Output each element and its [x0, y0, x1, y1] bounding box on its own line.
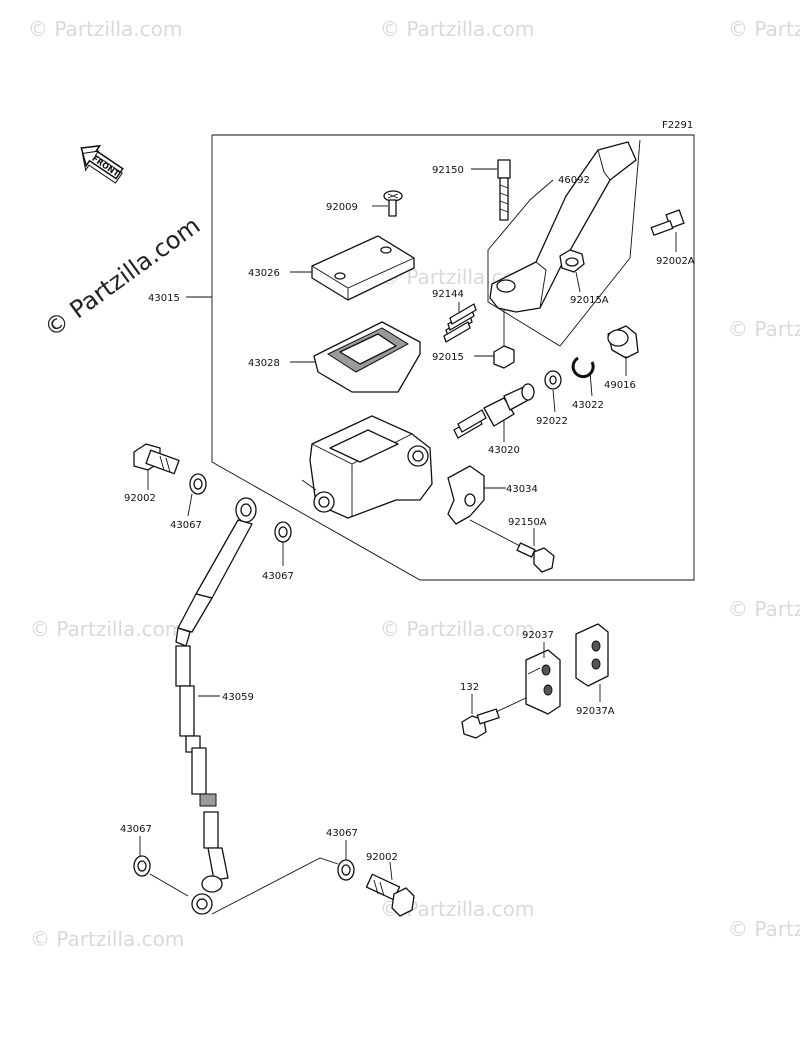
front-arrow-badge: FRONT — [80, 144, 124, 184]
label-92009: 92009 — [326, 202, 358, 213]
leader-line — [552, 389, 556, 413]
label-92037A: 92037A — [576, 706, 615, 717]
leader-line — [211, 857, 339, 915]
label-49016: 49016 — [604, 380, 636, 391]
label-92144: 92144 — [432, 289, 464, 300]
watermark: © Partzilla.com — [380, 617, 534, 641]
watermark: © Partzilla.com — [728, 17, 800, 41]
lever-outline — [487, 139, 641, 347]
bracket-92037A — [575, 623, 609, 687]
label-46092: 46092 — [558, 175, 590, 186]
washer-43067-c — [133, 855, 151, 877]
watermark: © Partzilla.com — [728, 317, 800, 341]
label-92002A: 92002A — [656, 256, 695, 267]
label-43067-d: 43067 — [326, 828, 358, 839]
assembly-outline — [211, 134, 695, 581]
label-43022: 43022 — [572, 400, 604, 411]
leader-line — [389, 861, 393, 881]
watermark: © Partzilla.com — [728, 597, 800, 621]
watermark: © Partzilla.com — [30, 927, 184, 951]
cap-43026 — [311, 235, 415, 301]
label-43034: 43034 — [506, 484, 538, 495]
leader-line — [149, 873, 189, 897]
circlip-43022 — [571, 356, 595, 379]
label-132: 132 — [460, 682, 479, 693]
watermark: © Partzilla.com — [728, 917, 800, 941]
brake-hose-43059 — [175, 497, 257, 915]
label-43020: 43020 — [488, 445, 520, 456]
label-92150A: 92150A — [508, 517, 547, 528]
label-43067-c: 43067 — [120, 824, 152, 835]
bolt-132 — [461, 697, 527, 739]
brand-watermark: © Partzilla.com — [39, 211, 205, 343]
washer-43067-b — [274, 521, 292, 543]
label-92002-bottom: 92002 — [366, 852, 398, 863]
label-92037: 92037 — [522, 630, 554, 641]
watermark: © Partzilla.com — [30, 617, 184, 641]
bracket-92037 — [525, 649, 561, 715]
label-92002-top: 92002 — [124, 493, 156, 504]
bolt-92002A — [650, 209, 685, 236]
watermark: © Partzilla.com — [28, 17, 182, 41]
screw-92009 — [383, 190, 403, 217]
washer-43067-d — [337, 859, 355, 881]
figure-code: F2291 — [662, 120, 693, 131]
washer-92022 — [544, 370, 562, 390]
watermark-layer: © Partzilla.com © Partzilla.com © Partzi… — [28, 17, 800, 951]
piston-kit-43020 — [453, 383, 535, 439]
label-92015: 92015 — [432, 352, 464, 363]
master-cylinder-body — [301, 415, 433, 519]
boot-49016 — [607, 325, 639, 359]
label-43059: 43059 — [222, 692, 254, 703]
banjo-bolt-92002-bottom — [365, 873, 415, 917]
washer-43067-a — [189, 473, 207, 495]
bolt-92150A — [469, 519, 555, 573]
leader-line — [589, 371, 593, 397]
label-43015: 43015 — [148, 293, 180, 304]
label-92150: 92150 — [432, 165, 464, 176]
part-labels: 92150 46092 92009 92002A 43026 92144 430… — [120, 165, 695, 863]
diaphragm-43028 — [313, 321, 421, 393]
label-43067-a: 43067 — [170, 520, 202, 531]
leader-line — [575, 271, 581, 293]
leader-line — [187, 493, 193, 517]
banjo-bolt-92002-top — [133, 443, 180, 475]
label-43067-b: 43067 — [262, 571, 294, 582]
nut-92015 — [493, 310, 515, 369]
spring-92144 — [443, 303, 477, 343]
label-43026: 43026 — [248, 268, 280, 279]
nut-92015A — [559, 249, 585, 273]
label-92022: 92022 — [536, 416, 568, 427]
watermark: © Partzilla.com — [380, 17, 534, 41]
bolt-92150 — [497, 159, 511, 221]
lever-46092 — [489, 141, 637, 313]
label-43028: 43028 — [248, 358, 280, 369]
clamp-43034 — [447, 465, 485, 525]
label-92015A: 92015A — [570, 295, 609, 306]
